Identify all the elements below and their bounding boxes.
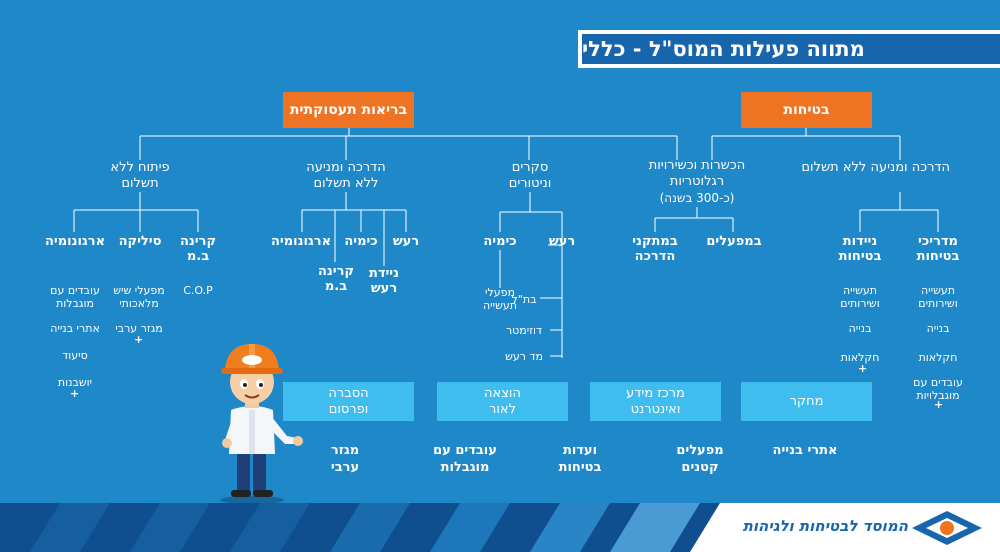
bottom-disabled-workers: עובדים עם מוגבלות <box>433 443 497 475</box>
header-health-training: הדרכה ומניעה ללא תשלום <box>306 160 386 191</box>
leaf-instructors-construction: בנייה <box>926 322 950 335</box>
node-mobile-safety: ניידות בטיחות <box>838 234 882 264</box>
plus-mark: + <box>134 333 144 346</box>
safety-box: בטיחות <box>741 92 872 128</box>
leaf-mobile-construction: בנייה <box>848 322 872 335</box>
bottom-arab-sector: מגזר ערבי <box>330 443 360 475</box>
node-radon-dev: קרינה ב.מ <box>179 234 217 264</box>
leaf-ergo-settlements: יושבנות <box>57 376 93 389</box>
leaf-ergo-construction: אתרי בנייה <box>50 322 100 335</box>
helmet-mascot-illustration <box>220 344 303 504</box>
plus-mark: + <box>70 387 80 400</box>
leaf-silica-stone: מפעלי שיש מלאכותי <box>113 284 165 310</box>
header-development: פיתוח ללא תשלום <box>110 160 170 191</box>
leaf-instructors-agriculture: חקלאות <box>918 351 958 364</box>
leaf-mobile-industry: תעשייה ושירותים <box>840 284 880 310</box>
node-ergonomics-dev: ארגונומיה <box>44 234 106 249</box>
page-title: מתווה פעילות המוס"ל - כללי <box>582 37 865 61</box>
leaf-chem-factories: מפעלי תעשייה <box>482 286 517 312</box>
publishing-box: הוצאה לאור <box>437 382 568 421</box>
footer: המוסד לבטיחות ולגיהות <box>0 503 1000 552</box>
plus-mark: + <box>858 362 868 375</box>
regulatory-note: (כ-300 בשנה) <box>659 191 735 205</box>
bottom-safety-committees: ועדות בטיחות <box>558 443 602 475</box>
leaf-ergo-disabled: עובדים עם מוגבלות <box>50 284 100 310</box>
node-chemistry-health: כימיה <box>344 234 378 249</box>
node-noise-health: רעש <box>392 234 420 249</box>
node-in-factories: במפעלים <box>706 234 762 249</box>
node-safety-instructors: מדריכי בטיחות <box>916 234 960 264</box>
node-radon-health: קרינה ב.מ <box>317 264 355 294</box>
node-in-training-centers: במתקני הדרכה <box>632 234 678 264</box>
header-regulatory-training: הכשרות וכשירויות רגלוטריות (כ-300 בשנה) <box>648 158 746 205</box>
node-noise-surveys: רעש <box>548 234 576 249</box>
bottom-construction-sites: אתרי בנייה <box>772 443 838 458</box>
bottom-small-factories: מפעלים קטנים <box>676 443 724 475</box>
node-silica-dev: סיליקה <box>118 234 162 249</box>
leaf-ergo-nursing: סיעוד <box>62 349 88 362</box>
institute-logo-icon <box>912 511 982 545</box>
node-chemistry-surveys: כימיה <box>483 234 517 249</box>
leaf-dev-cop: C.O.P <box>183 284 213 297</box>
leaf-instructors-industry: תעשייה ושירותים <box>918 284 958 310</box>
awareness-box: הסברה ופרסום <box>283 382 414 421</box>
leaf-mobile-agriculture: חקלאות <box>840 351 880 364</box>
footer-stripes <box>0 503 720 552</box>
plus-mark: + <box>934 398 944 411</box>
footer-logo-text: המוסד לבטיחות ולגיהות <box>742 517 908 535</box>
leaf-instructors-disabled: עובדים עם מוגבלויות <box>913 376 963 402</box>
leaf-noise-bath: בת"ל <box>511 293 537 306</box>
leaf-silica-arab: מגזר ערבי <box>115 322 163 335</box>
research-box: מחקר <box>741 382 872 421</box>
node-ergonomics-health: ארגונומיה <box>270 234 332 249</box>
title-bar: מתווה פעילות המוס"ל - כללי <box>578 30 1000 68</box>
node-mobile-noise: ניידת רעש <box>368 266 400 296</box>
occupational-health-box: בריאות תעסוקתית <box>283 92 414 128</box>
info-center-box: מרכז מידע ואינטרנט <box>590 382 721 421</box>
leaf-noise-dosimeter: דוזימטר <box>505 324 543 337</box>
header-surveys: סקרים וניטורים <box>508 160 552 191</box>
leaf-noise-meter: מד רעש <box>505 350 543 363</box>
header-safety-training: הדרכה ומניעה ללא תשלום <box>801 160 950 175</box>
